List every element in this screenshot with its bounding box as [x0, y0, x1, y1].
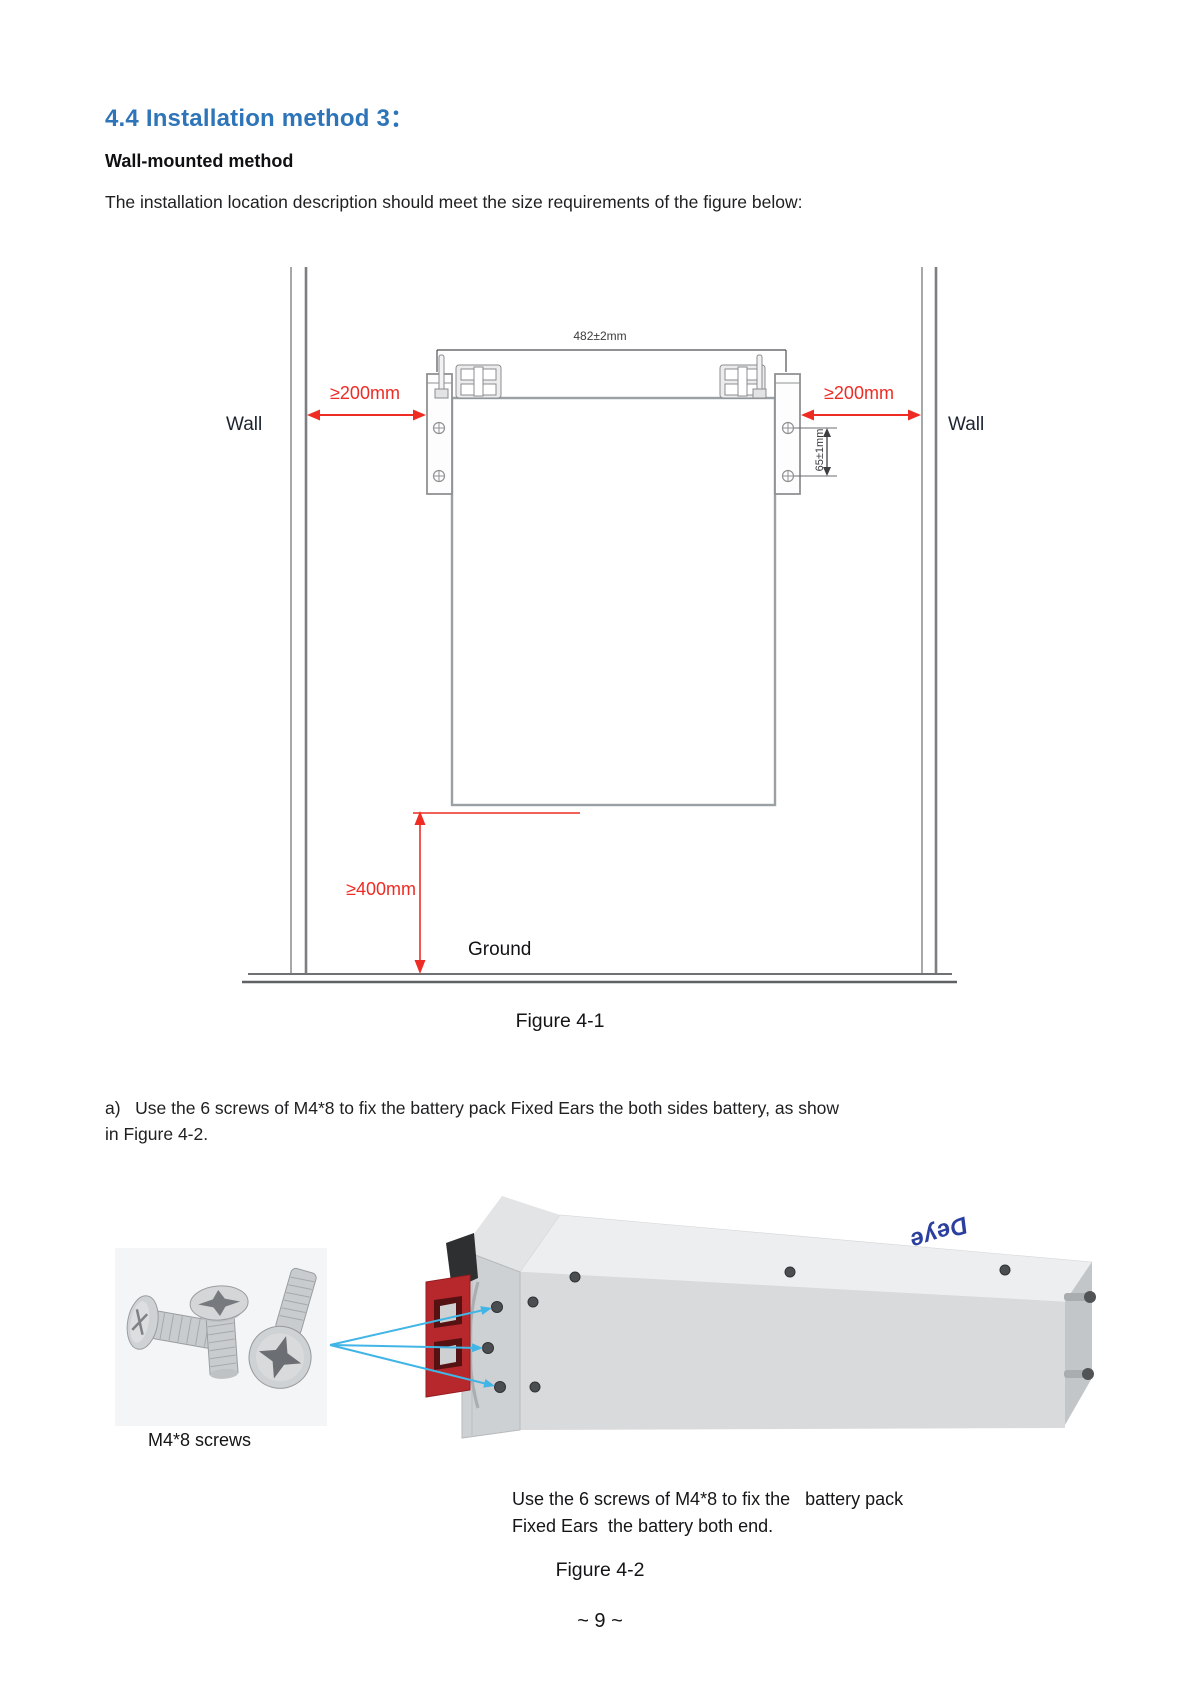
clearance-label-right: ≥200mm [824, 383, 894, 403]
figure1-caption: Figure 4-1 [515, 1010, 605, 1032]
intro-paragraph: The installation location description sh… [105, 192, 803, 212]
hole-spacing-dimension [794, 427, 837, 477]
clearance-label-left: ≥200mm [330, 383, 400, 403]
ground-label: Ground [468, 939, 532, 960]
width-dim-label: 482±2mm [573, 329, 627, 343]
screw-right [248, 1267, 317, 1389]
clearance-arrow-left [307, 409, 426, 421]
figure2-note-line2: Fixed Ears the battery both end. [512, 1516, 774, 1536]
top-bracket-right [719, 354, 767, 399]
wall-label-right: Wall [948, 414, 985, 435]
battery-pack-render [425, 1196, 1096, 1439]
screw-pointer-arrows [329, 1306, 495, 1388]
fixed-ear-right [774, 373, 801, 495]
method-subheading: Wall-mounted method [105, 151, 294, 171]
screw-middle [189, 1285, 249, 1379]
wall-mount-diagram [242, 267, 957, 984]
bottom-clearance-arrow [413, 811, 580, 974]
width-dimension-line [436, 349, 787, 372]
hole-spacing-label: 65±1mm [814, 428, 826, 472]
top-bracket-left [434, 354, 502, 399]
screw-left [126, 1295, 220, 1350]
screws-label: M4*8 screws [148, 1430, 252, 1450]
section-heading: 4.4 Installation method 3： [105, 105, 415, 132]
wall-left-lines [290, 267, 308, 974]
ground-lines [242, 973, 957, 984]
figure2-caption: Figure 4-2 [555, 1559, 645, 1581]
bottom-clearance-label: ≥400mm [346, 879, 416, 899]
clearance-arrow-right [801, 409, 921, 421]
wall-right-lines [921, 267, 938, 974]
battery-screw-heads [482, 1264, 1011, 1393]
battery-fixing-illustration [115, 1196, 1096, 1439]
battery-outline [450, 396, 777, 807]
wall-label-left: Wall [226, 414, 263, 435]
figure2-note-line1: Use the 6 screws of M4*8 to fix the batt… [512, 1489, 904, 1509]
page-number: ~ 9 ~ [577, 1610, 623, 1632]
step-a-line2: in Figure 4-2. [105, 1124, 209, 1144]
right-end-screws [1064, 1291, 1096, 1380]
step-a-line1: a) Use the 6 screws of M4*8 to fix the b… [105, 1098, 840, 1118]
red-connector [425, 1274, 471, 1398]
